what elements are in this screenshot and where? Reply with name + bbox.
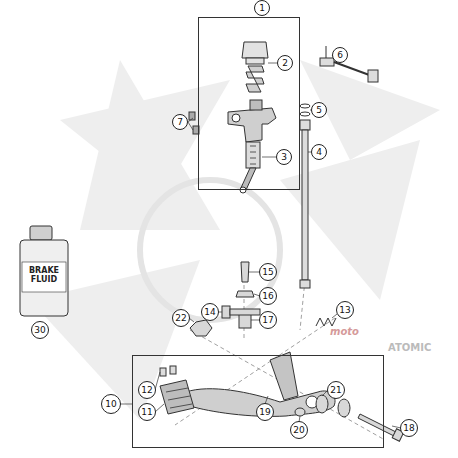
- callout-number: 11: [141, 408, 152, 417]
- callout-number: 15: [262, 268, 273, 277]
- callout-circle: 12: [138, 381, 156, 399]
- callout-number: 10: [101, 394, 121, 414]
- callout-number: 3: [281, 153, 287, 162]
- callout-circle: 7: [172, 114, 188, 130]
- callout-number: 16: [262, 292, 273, 301]
- callout-number: 6: [337, 51, 343, 60]
- callout-number: 1: [254, 0, 270, 16]
- watermark-text: ATOMIC: [388, 342, 431, 353]
- watermark-text: moto: [330, 326, 359, 337]
- callout-number: 30: [34, 326, 45, 335]
- callout-number: 22: [175, 314, 186, 323]
- callout-number: 19: [259, 408, 270, 417]
- callout-number: 2: [282, 59, 288, 68]
- callout-number: 12: [141, 386, 152, 395]
- callout-circle: 30: [31, 321, 49, 339]
- bottle-label: BRAKE FLUID: [23, 266, 65, 284]
- callout-number: 14: [204, 308, 215, 317]
- callout-circle: 3: [276, 149, 292, 165]
- callout-number: 21: [330, 386, 341, 395]
- callout-number: 18: [403, 424, 414, 433]
- callout-circle: 4: [311, 144, 327, 160]
- callout-number: 4: [316, 148, 322, 157]
- callout-number: 5: [316, 106, 322, 115]
- callout-number: 13: [339, 306, 350, 315]
- callout-circle: 19: [256, 403, 274, 421]
- callout-circle: 17: [259, 311, 277, 329]
- group-box: 123: [198, 17, 300, 190]
- callout-circle: 11: [138, 403, 156, 421]
- callout-circle: 6: [332, 47, 348, 63]
- callout-number: 20: [293, 426, 304, 435]
- callout-circle: 15: [259, 263, 277, 281]
- callout-circle: 2: [277, 55, 293, 71]
- callout-circle: 18: [400, 419, 418, 437]
- callout-circle: 5: [311, 102, 327, 118]
- callout-circle: 20: [290, 421, 308, 439]
- callout-circle: 22: [172, 309, 190, 327]
- callout-number: 17: [262, 316, 273, 325]
- callout-circle: 14: [201, 303, 219, 321]
- callout-circle: 16: [259, 287, 277, 305]
- callout-circle: 21: [327, 381, 345, 399]
- group-box: 101211211920: [132, 355, 384, 448]
- callout-circle: 13: [336, 301, 354, 319]
- callout-number: 7: [177, 118, 183, 127]
